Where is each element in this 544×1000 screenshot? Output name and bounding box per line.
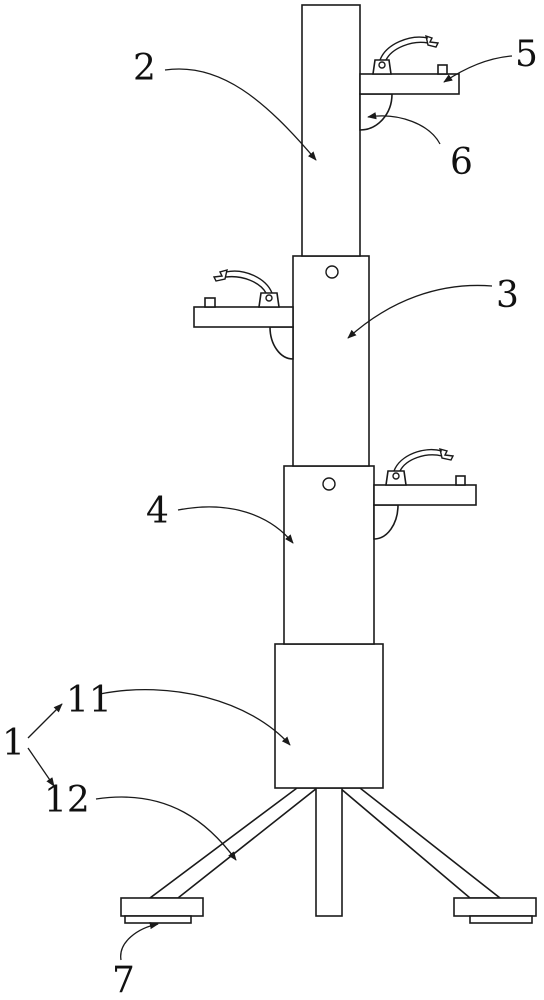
middle-pole-segment (292, 255, 370, 467)
middle-clamp-hole (265, 294, 273, 302)
lower-hook-tip (439, 448, 455, 461)
top-bracket-arm (359, 73, 460, 95)
label-7: 7 (112, 960, 135, 1000)
top-hook-tip (425, 34, 440, 48)
leader-12 (95, 796, 237, 861)
middle-hook-inner (225, 275, 267, 294)
middle-hook-outer (225, 270, 273, 294)
lower-bracket-assembly (373, 448, 477, 540)
right-foot (453, 897, 537, 917)
middle-pin-hole (325, 265, 339, 279)
label-12: 12 (44, 780, 90, 821)
label-3: 3 (496, 275, 519, 316)
leader-3 (347, 284, 493, 339)
left-foot (120, 897, 204, 917)
top-bracket-assembly (359, 34, 460, 131)
lower-clamp-hole (392, 472, 400, 480)
middle-bracket-arm (193, 306, 294, 328)
tripod-legs (120, 787, 537, 924)
lower-pin-hole (322, 477, 336, 491)
top-support-gusset (359, 93, 393, 131)
label-1: 1 (2, 723, 25, 764)
lower-bracket-arm (373, 484, 477, 506)
base-sleeve (274, 643, 384, 789)
upper-pole-segment (301, 4, 361, 257)
label-4: 4 (146, 491, 169, 532)
leader-11 (99, 688, 291, 746)
left-leg (147, 787, 320, 899)
middle-bracket-assembly (193, 269, 294, 360)
top-hook-inner (385, 41, 429, 61)
label-11: 11 (66, 680, 112, 721)
lower-pole-segment (283, 465, 375, 645)
label-5: 5 (515, 34, 538, 75)
left-foot-pad (124, 915, 192, 924)
top-clamp-hole (378, 61, 386, 69)
top-clamp-base (372, 59, 392, 75)
center-leg (315, 787, 343, 917)
leader-5 (443, 55, 513, 83)
leader-1-down (27, 747, 55, 787)
lower-support-gusset (373, 504, 399, 540)
middle-hook-tip (212, 269, 228, 282)
lower-hook-outer (393, 449, 443, 472)
lower-bracket-knob (455, 475, 466, 486)
right-foot-pad (469, 915, 533, 924)
leader-7 (120, 922, 159, 961)
top-bracket-knob (437, 64, 448, 75)
leader-lines (27, 55, 513, 961)
leader-1-up (27, 703, 63, 739)
middle-bracket-knob (204, 297, 216, 308)
top-hook-outer (379, 36, 429, 61)
leader-6 (367, 112, 441, 145)
lower-clamp-base (385, 470, 407, 486)
right-leg (337, 787, 503, 899)
label-2: 2 (133, 48, 156, 89)
leader-2 (164, 68, 317, 161)
leader-4 (177, 506, 294, 544)
label-6: 6 (450, 142, 473, 183)
lower-hook-inner (399, 454, 443, 472)
middle-support-gusset (269, 326, 294, 360)
